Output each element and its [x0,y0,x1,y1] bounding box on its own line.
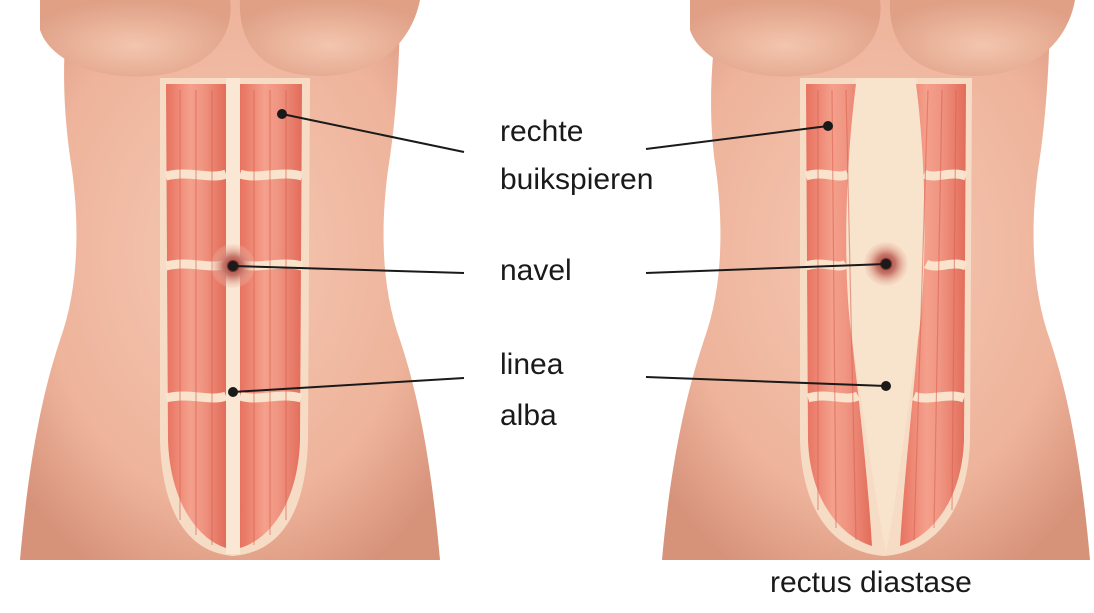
linea-alba-normal [226,78,240,554]
torso-normal [20,0,440,560]
dot-rectus-left [277,109,287,119]
label-linea-line2: alba [500,396,557,436]
caption-rectus-diastase: rectus diastase [770,565,972,601]
label-rectus-line1: rechte [500,112,583,152]
dot-navel-right [881,259,891,269]
label-rectus-line2: buikspieren [500,160,653,200]
torso-diastasis [662,0,1090,560]
label-navel: navel [500,251,572,291]
dot-linea-left [228,387,238,397]
label-linea-line1: linea [500,345,563,385]
dot-rectus-right [823,121,833,131]
dot-navel-left [228,261,238,271]
dot-linea-right [881,381,891,391]
rectus-muscle-right [240,84,302,548]
